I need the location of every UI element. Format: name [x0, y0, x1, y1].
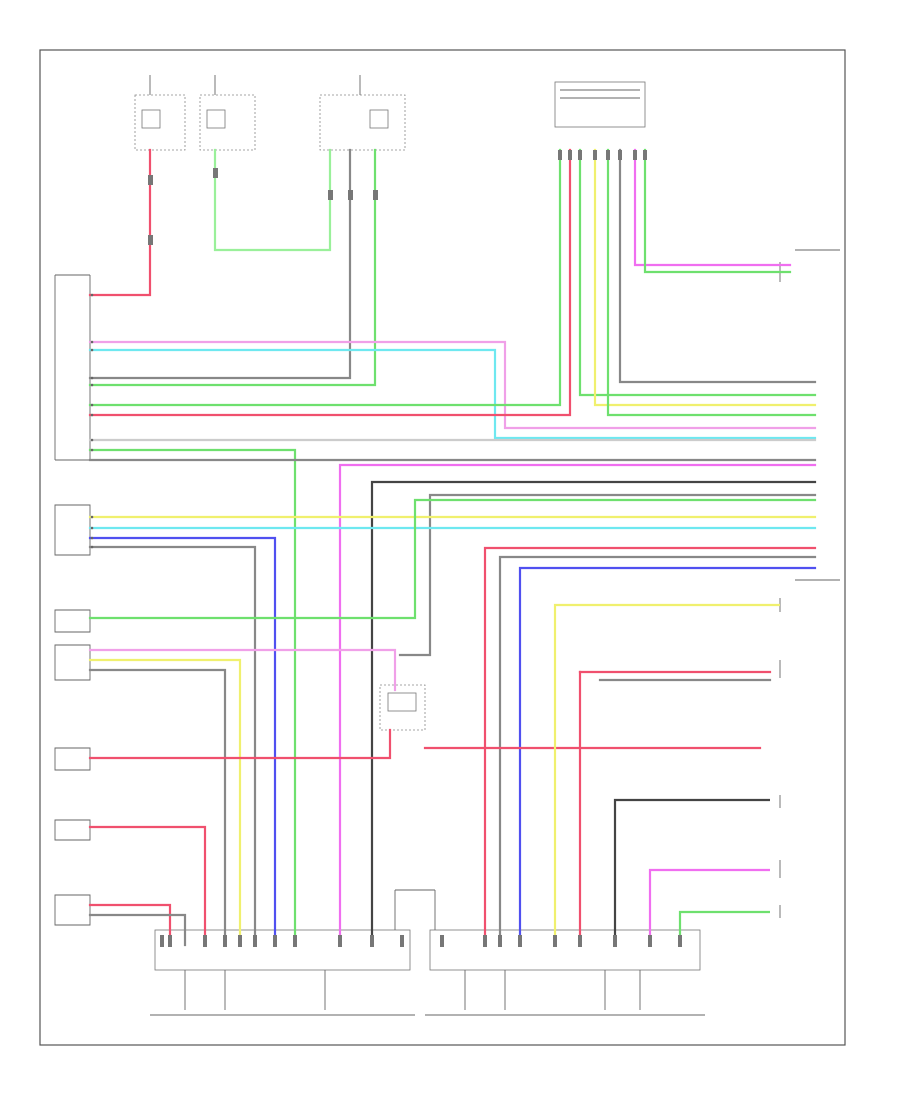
bottom-connectors [150, 889, 705, 1016]
top-fuse-boxes [134, 75, 406, 151]
left-unit-pins [90, 293, 94, 549]
top-right-connector [554, 81, 646, 128]
middle-relay [379, 684, 426, 731]
left-control-unit [54, 274, 91, 461]
diagram-frame [39, 49, 846, 1046]
right-components [779, 249, 840, 918]
wires [88, 148, 817, 947]
left-sensors [54, 504, 91, 926]
connector-marks [148, 150, 682, 947]
